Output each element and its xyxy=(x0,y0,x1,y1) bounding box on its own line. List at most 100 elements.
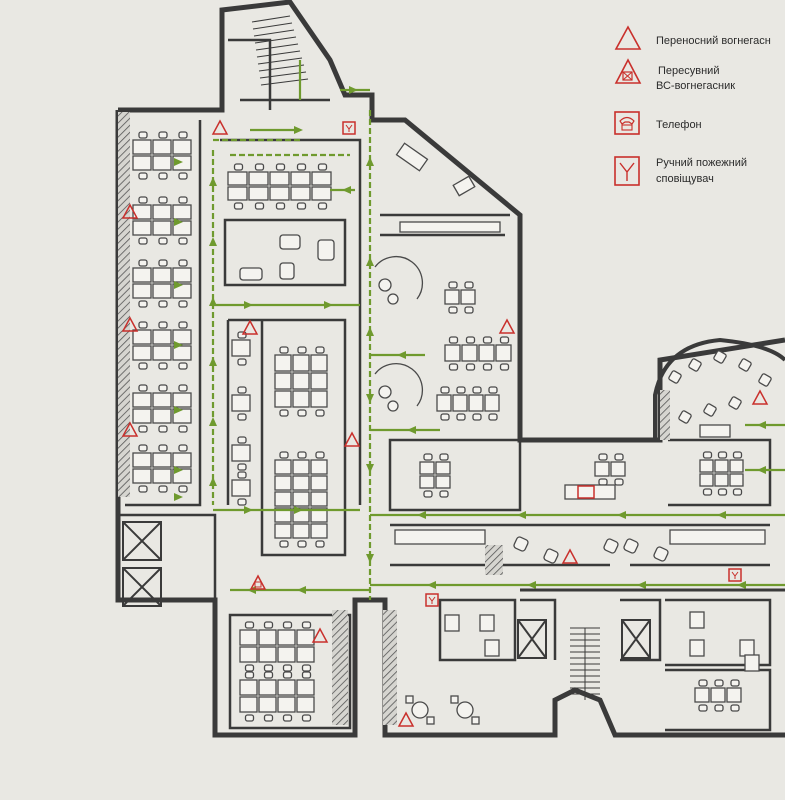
toilet-stall xyxy=(744,654,760,672)
desk xyxy=(132,345,152,361)
chair xyxy=(464,281,474,289)
interior-partitions xyxy=(118,38,772,732)
chair xyxy=(244,671,255,679)
route-arrows xyxy=(174,86,766,594)
route-arrow xyxy=(174,466,183,474)
chair xyxy=(244,664,255,672)
desk xyxy=(172,468,192,484)
desk xyxy=(152,452,172,468)
chair xyxy=(426,716,435,725)
desk xyxy=(152,267,172,283)
route-arrow xyxy=(366,257,374,266)
desk xyxy=(152,392,172,408)
desk xyxy=(258,696,277,713)
extinguisher-icon xyxy=(751,389,769,405)
chair xyxy=(263,621,274,629)
stair-step xyxy=(256,50,301,58)
chair xyxy=(275,202,286,210)
desk xyxy=(152,329,172,345)
desk xyxy=(435,475,451,489)
armchair xyxy=(623,538,639,554)
chair xyxy=(158,131,168,139)
stair-step xyxy=(255,43,299,51)
chair xyxy=(237,413,247,421)
phone-icon xyxy=(577,485,595,499)
desk xyxy=(258,646,277,663)
chair xyxy=(317,163,328,171)
chair xyxy=(158,444,168,452)
legend-item-call-point: Ручний пожежний сповіщувач xyxy=(614,156,747,186)
chair xyxy=(233,163,244,171)
chair xyxy=(279,409,289,417)
chair xyxy=(138,321,148,329)
extinguisher-icon xyxy=(121,421,139,437)
chair xyxy=(158,300,168,308)
mobile-extinguisher-mark xyxy=(254,581,262,588)
desk xyxy=(227,171,248,186)
desk xyxy=(152,345,172,361)
chair xyxy=(275,163,286,171)
chair xyxy=(178,485,188,493)
chair xyxy=(244,621,255,629)
route-arrow xyxy=(717,511,726,519)
chair xyxy=(464,306,474,314)
chair xyxy=(499,363,510,371)
chair xyxy=(263,671,274,679)
stair-step xyxy=(258,64,305,72)
chair xyxy=(297,346,307,354)
chair xyxy=(488,386,498,394)
route-arrow xyxy=(209,477,217,486)
desk xyxy=(231,444,251,462)
desk xyxy=(292,475,310,491)
desk xyxy=(292,390,310,408)
desk xyxy=(152,468,172,484)
desk xyxy=(227,186,248,201)
chair xyxy=(472,386,482,394)
armchair xyxy=(603,538,619,554)
desk xyxy=(172,139,192,155)
desk xyxy=(436,394,452,412)
desk xyxy=(292,523,310,539)
legend-label-mobile-extinguisher-1: Пересувний xyxy=(658,65,719,77)
chair xyxy=(598,478,608,486)
desk xyxy=(231,394,251,412)
chair xyxy=(614,478,624,486)
chair xyxy=(158,172,168,180)
chair xyxy=(465,363,476,371)
route-arrow xyxy=(527,581,536,589)
chair xyxy=(405,695,414,704)
legend-item-extinguisher: Переносний вогнегасн xyxy=(614,25,771,50)
furniture xyxy=(132,131,772,725)
route-arrow xyxy=(294,506,303,514)
chair xyxy=(758,373,772,387)
desk xyxy=(310,354,328,372)
desk xyxy=(277,629,296,646)
desk xyxy=(258,679,277,696)
desk xyxy=(729,459,744,473)
desk xyxy=(152,283,172,299)
desk xyxy=(239,629,258,646)
round-table xyxy=(378,278,392,292)
chair xyxy=(465,336,476,344)
chair xyxy=(178,444,188,452)
chair xyxy=(297,409,307,417)
desk xyxy=(274,523,292,539)
desk xyxy=(729,473,744,487)
route-arrow xyxy=(757,466,766,474)
chair xyxy=(315,540,325,548)
desk xyxy=(419,475,435,489)
desk xyxy=(172,283,192,299)
route-arrow xyxy=(427,581,436,589)
route-arrow xyxy=(757,421,766,429)
desk xyxy=(172,204,192,220)
desk xyxy=(495,344,512,362)
chair xyxy=(301,664,312,672)
desk xyxy=(277,679,296,696)
chair xyxy=(702,488,713,496)
route-arrow xyxy=(366,157,374,166)
chair xyxy=(730,679,740,687)
route-arrow xyxy=(617,511,626,519)
desk xyxy=(594,461,610,477)
chair xyxy=(717,488,728,496)
chair xyxy=(158,425,168,433)
